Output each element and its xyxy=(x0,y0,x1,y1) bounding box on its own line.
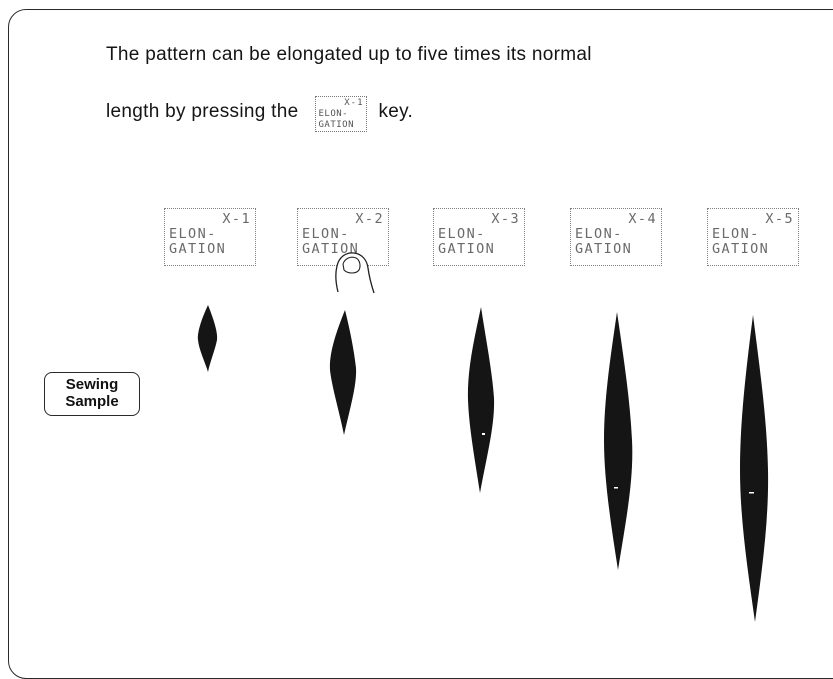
stitch-sample-x1 xyxy=(198,305,217,372)
stitch-sample-x5 xyxy=(740,315,768,622)
stitch-samples xyxy=(0,0,833,656)
stitch-sample-x4 xyxy=(604,312,632,570)
stitch-sample-x2 xyxy=(330,310,356,435)
stitch-sample-x3 xyxy=(468,307,494,493)
